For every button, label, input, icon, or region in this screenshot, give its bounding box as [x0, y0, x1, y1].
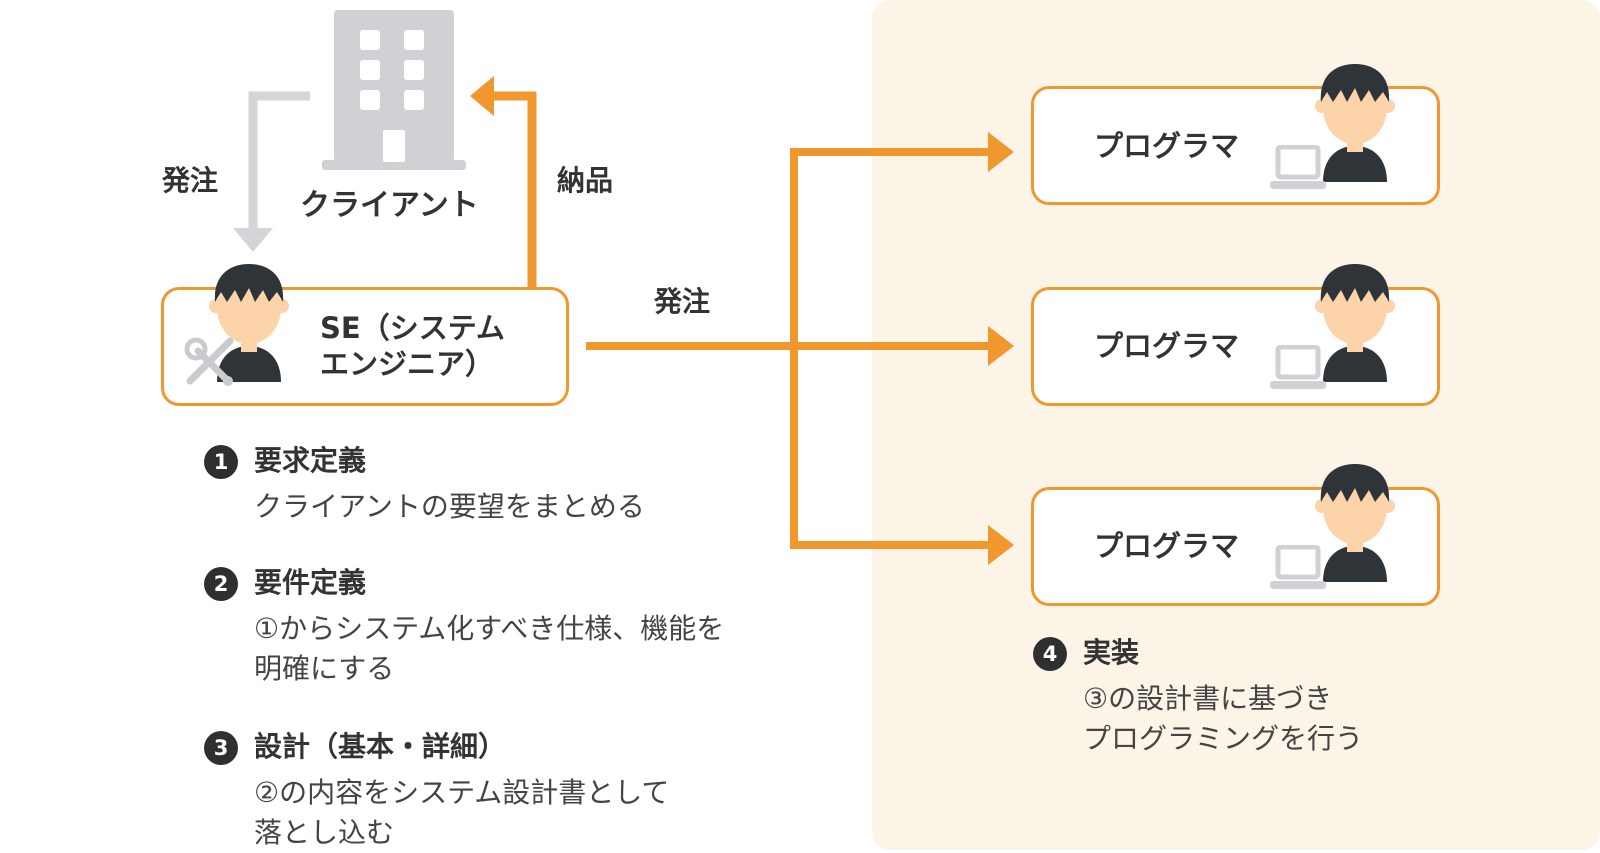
- wrench-screwdriver-icon: [184, 337, 234, 386]
- step-desc-line: ②の内容をシステム設計書として: [254, 776, 670, 809]
- step-title: 要求定義: [254, 444, 367, 477]
- programmer-label-2: プログラマ: [1094, 329, 1240, 363]
- step-title: 要件定義: [254, 566, 367, 599]
- step-desc-line: 落とし込む: [254, 816, 395, 849]
- se-label-line1: SE（システム: [320, 311, 505, 345]
- step-description: ②の内容をシステム設計書として 落とし込む: [254, 773, 669, 853]
- step-number: 4: [1033, 637, 1067, 671]
- laptop-icon: [1270, 345, 1326, 389]
- step-number: 2: [204, 567, 238, 601]
- step-number: 1: [204, 445, 238, 479]
- step-desc-line: プログラミングを行う: [1083, 722, 1364, 755]
- step-number: 3: [204, 731, 238, 765]
- laptop-icon: [1270, 145, 1326, 189]
- person-icon: [209, 264, 289, 382]
- step-description: ①からシステム化すべき仕様、機能を 明確にする: [254, 609, 724, 689]
- step-title: 設計（基本・詳細）: [254, 730, 507, 763]
- laptop-icon: [1270, 545, 1326, 589]
- delivery-arrow: [470, 76, 537, 288]
- order-label-programmers: 発注: [654, 285, 711, 318]
- programmer-label-3: プログラマ: [1094, 529, 1240, 563]
- programmer-label-1: プログラマ: [1094, 129, 1240, 163]
- step-desc-line: クライアントの要望をまとめる: [254, 490, 645, 523]
- order-arrows-programmers: [586, 132, 1014, 565]
- person-icon: [1315, 64, 1395, 182]
- person-icon: [1315, 464, 1395, 582]
- step-desc-line: ③の設計書に基づき: [1083, 682, 1333, 715]
- step-description: クライアントの要望をまとめる: [254, 487, 645, 527]
- step-description: ③の設計書に基づき プログラミングを行う: [1083, 679, 1363, 759]
- person-icon: [1315, 264, 1395, 382]
- order-arrow-gray: [233, 91, 310, 252]
- order-label-client: 発注: [162, 164, 219, 197]
- step-title: 実装: [1083, 636, 1140, 669]
- step-desc-line: 明確にする: [254, 652, 395, 685]
- se-label-line2: エンジニア）: [320, 347, 495, 381]
- client-label: クライアント: [300, 188, 479, 223]
- delivery-label: 納品: [557, 164, 614, 197]
- building-icon: [322, 10, 466, 170]
- step-desc-line: ①からシステム化すべき仕様、機能を: [254, 612, 725, 645]
